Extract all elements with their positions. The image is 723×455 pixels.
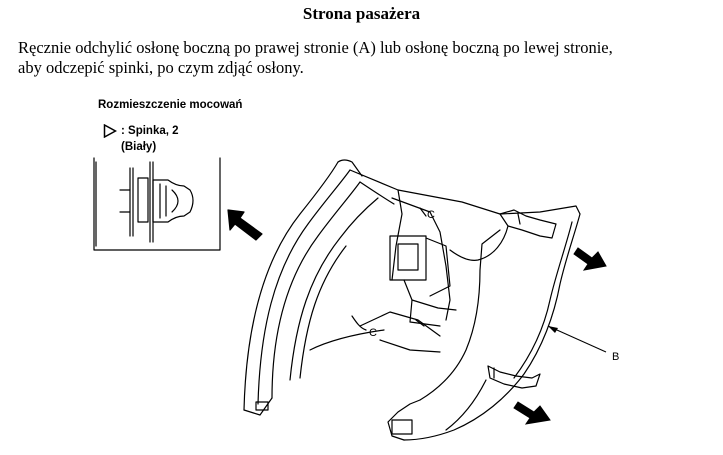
callout-b: B [612, 351, 619, 363]
instruction-text: Ręcznie odchylić osłonę boczną po prawej… [18, 38, 718, 78]
leader-line-b [547, 325, 607, 353]
page-title: Strona pasażera [302, 4, 421, 23]
callout-c-lower: C [369, 327, 377, 339]
callout-c-upper: C [427, 209, 435, 221]
instruction-line-2: aby odczepić spinki, po czym zdjąć osłon… [18, 58, 304, 77]
center-structure [309, 169, 501, 353]
removal-arrow-right-lower [513, 401, 551, 425]
legend-item-color: (Biały) [121, 141, 157, 153]
legend-item-clip: : Spinka, 2 (Biały) [103, 123, 179, 155]
removal-arrow-right-upper [573, 247, 607, 271]
clip-detail-inset [93, 157, 221, 251]
side-cover-b-outline [387, 205, 581, 441]
instruction-line-1: Ręcznie odchylić osłonę boczną po prawej… [18, 38, 613, 57]
side-cover-a-outline [243, 159, 395, 416]
legend-title: Rozmieszczenie mocowań [98, 99, 243, 111]
triangle-outline-icon [103, 124, 117, 138]
upper-clip-assembly [449, 209, 557, 261]
legend-item-label: : Spinka, 2 [121, 125, 179, 137]
leader-arrowhead-b [548, 326, 558, 333]
removal-arrow-left [227, 209, 263, 241]
